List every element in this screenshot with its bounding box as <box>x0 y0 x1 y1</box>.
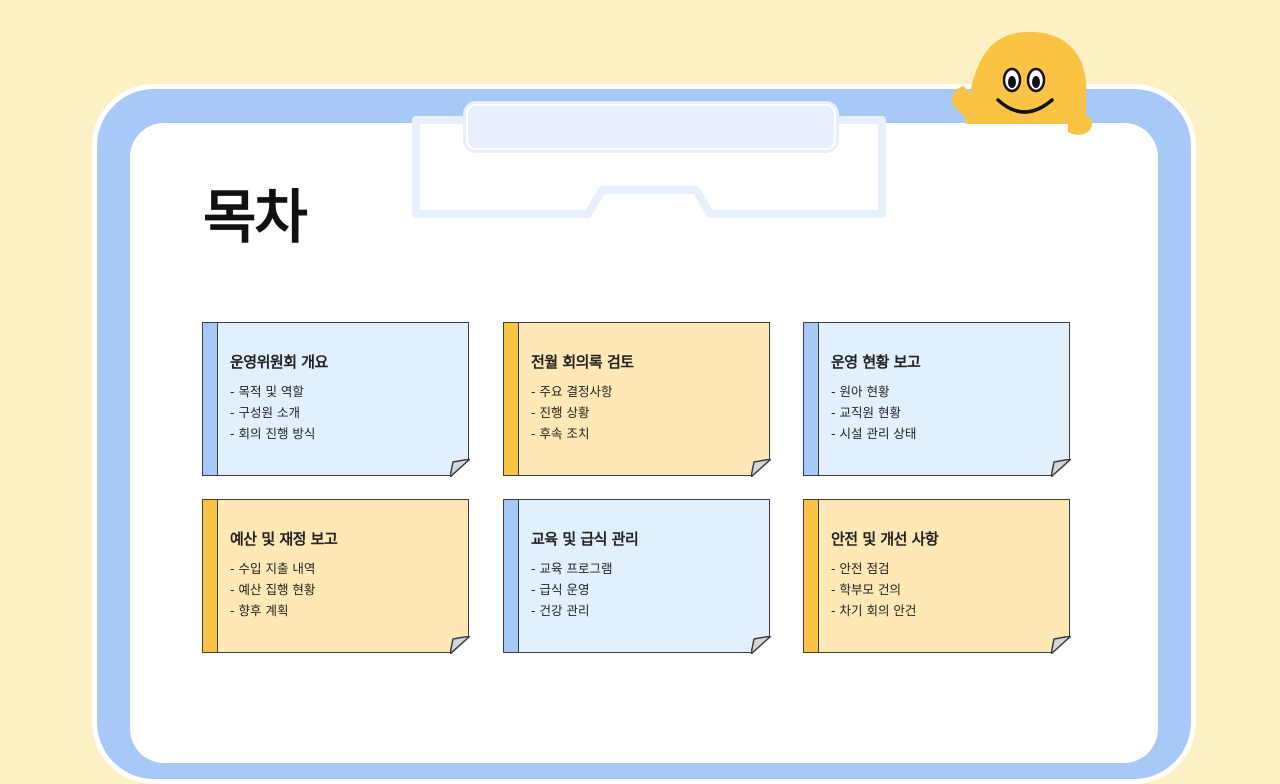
card-item-list: 안전 점검 학부모 건의 차기 회의 안건 <box>831 558 916 621</box>
folded-corner-icon <box>750 458 771 477</box>
toc-card-5: 교육 및 급식 관리 교육 프로그램 급식 운영 건강 관리 <box>503 499 771 654</box>
card-item-list: 목적 및 역할 구성원 소개 회의 진행 방식 <box>230 381 315 444</box>
clipboard-clip-icon <box>412 116 886 218</box>
card-stripe <box>804 500 819 652</box>
card-stripe <box>504 323 519 475</box>
card-heading: 운영위원회 개요 <box>230 353 328 371</box>
list-item: 향후 계획 <box>230 600 315 621</box>
list-item: 건강 관리 <box>531 600 612 621</box>
toc-card-1: 운영위원회 개요 목적 및 역할 구성원 소개 회의 진행 방식 <box>202 322 470 477</box>
list-item: 원아 현황 <box>831 381 916 402</box>
card-heading: 안전 및 개선 사항 <box>831 530 939 548</box>
list-item: 교직원 현황 <box>831 402 916 423</box>
toc-card-6: 안전 및 개선 사항 안전 점검 학부모 건의 차기 회의 안건 <box>803 499 1071 654</box>
toc-card-4: 예산 및 재정 보고 수입 지출 내역 예산 집행 현황 향후 계획 <box>202 499 470 654</box>
list-item: 주요 결정사항 <box>531 381 612 402</box>
list-item: 급식 운영 <box>531 579 612 600</box>
folded-corner-icon <box>1050 635 1071 654</box>
card-item-list: 교육 프로그램 급식 운영 건강 관리 <box>531 558 612 621</box>
list-item: 후속 조치 <box>531 423 612 444</box>
list-item: 구성원 소개 <box>230 402 315 423</box>
list-item: 회의 진행 방식 <box>230 423 315 444</box>
list-item: 목적 및 역할 <box>230 381 315 402</box>
card-heading: 운영 현황 보고 <box>831 353 921 371</box>
card-heading: 전월 회의록 검토 <box>531 353 634 371</box>
list-item: 학부모 건의 <box>831 579 916 600</box>
card-stripe <box>203 323 218 475</box>
card-heading: 교육 및 급식 관리 <box>531 530 639 548</box>
card-heading: 예산 및 재정 보고 <box>230 530 338 548</box>
page-title: 목차 <box>203 183 308 251</box>
card-stripe <box>203 500 218 652</box>
folded-corner-icon <box>1050 458 1071 477</box>
folded-corner-icon <box>449 458 470 477</box>
smiley-mascot-icon <box>951 31 1092 135</box>
toc-card-3: 운영 현황 보고 원아 현황 교직원 현황 시설 관리 상태 <box>803 322 1071 477</box>
list-item: 교육 프로그램 <box>531 558 612 579</box>
clipboard-clip-top <box>466 104 836 150</box>
list-item: 안전 점검 <box>831 558 916 579</box>
list-item: 시설 관리 상태 <box>831 423 916 444</box>
card-item-list: 원아 현황 교직원 현황 시설 관리 상태 <box>831 381 916 444</box>
folded-corner-icon <box>449 635 470 654</box>
list-item: 수입 지출 내역 <box>230 558 315 579</box>
toc-card-2: 전월 회의록 검토 주요 결정사항 진행 상황 후속 조치 <box>503 322 771 477</box>
card-stripe <box>504 500 519 652</box>
card-item-list: 주요 결정사항 진행 상황 후속 조치 <box>531 381 612 444</box>
card-stripe <box>804 323 819 475</box>
folded-corner-icon <box>750 635 771 654</box>
list-item: 예산 집행 현황 <box>230 579 315 600</box>
list-item: 진행 상황 <box>531 402 612 423</box>
card-item-list: 수입 지출 내역 예산 집행 현황 향후 계획 <box>230 558 315 621</box>
list-item: 차기 회의 안건 <box>831 600 916 621</box>
